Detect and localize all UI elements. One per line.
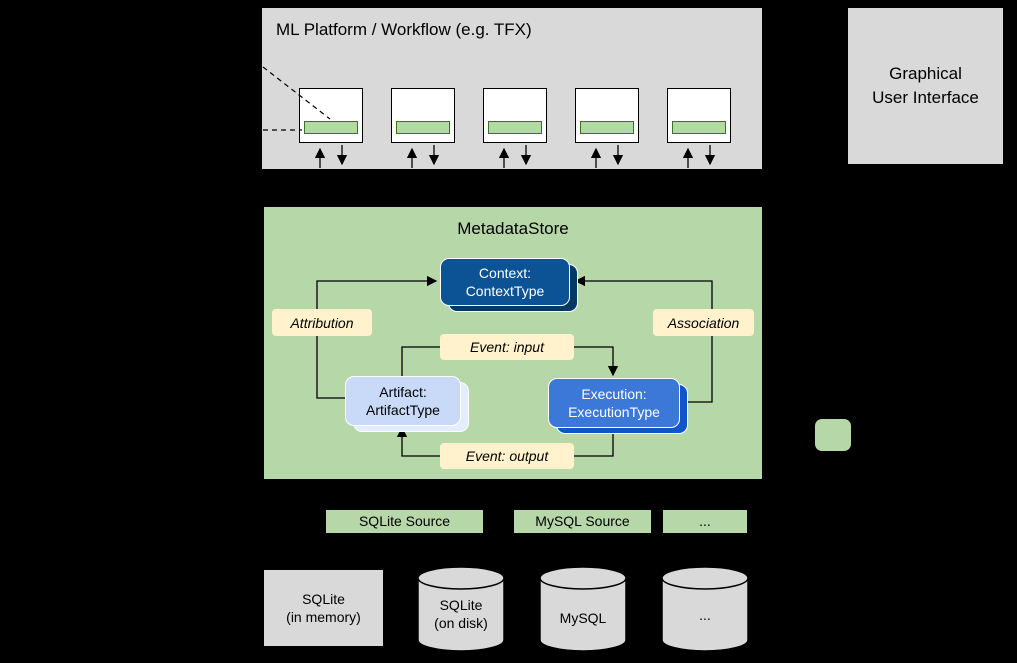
ml-platform-title: ML Platform / Workflow (e.g. TFX) <box>276 20 532 39</box>
metadata-store-title: MetadataStore <box>457 219 569 238</box>
context-entity: Context: ContextType <box>440 258 578 312</box>
sqlite-source-bar: SQLite Source <box>326 510 483 533</box>
mysql-source-bar: MySQL Source <box>514 510 651 533</box>
gui-box: Graphical User Interface <box>848 8 1003 164</box>
mysql-cylinder-top <box>539 566 627 590</box>
component-box-5 <box>667 88 731 143</box>
execution-label-line2: ExecutionType <box>568 404 660 420</box>
attribution-label: Attribution <box>272 309 372 336</box>
sqlite-memory-label-line1: SQLite <box>302 590 345 607</box>
other-source-bar: ... <box>663 510 747 533</box>
component-metadata-bar-2 <box>396 121 450 134</box>
sqlite-disk-label: SQLite (on disk) <box>418 596 504 632</box>
gui-label-line1: Graphical <box>889 64 962 84</box>
other-db-cylinder-top <box>661 566 749 590</box>
sqlite-disk-cylinder-top <box>417 566 505 590</box>
sqlite-disk-label-line1: SQLite <box>439 597 483 613</box>
component-metadata-bar-5 <box>672 121 726 134</box>
sqlite-disk-label-line2: (on disk) <box>434 615 488 632</box>
event-input-label: Event: input <box>440 334 574 360</box>
execution-label-line1: Execution: <box>581 385 647 402</box>
component-box-3 <box>483 88 547 143</box>
execution-entity: Execution: ExecutionType <box>548 378 688 434</box>
component-metadata-bar-4 <box>580 121 634 134</box>
component-box-4 <box>575 88 639 143</box>
gui-label-line2: User Interface <box>872 88 979 107</box>
artifact-label-line2: ArtifactType <box>366 402 440 418</box>
context-entity-front: Context: ContextType <box>440 258 570 306</box>
association-label: Association <box>653 309 754 336</box>
other-db-label: ... <box>699 607 711 623</box>
artifact-entity-front: Artifact: ArtifactType <box>345 376 461 426</box>
sqlite-memory-box: SQLite (in memory) <box>264 570 383 646</box>
mysql-db-label: MySQL <box>559 610 607 626</box>
artifact-entity: Artifact: ArtifactType <box>345 376 469 432</box>
component-metadata-bar-1 <box>304 121 358 134</box>
sqlite-memory-label-line2: (in memory) <box>286 609 361 625</box>
artifact-label-line1: Artifact: <box>379 383 427 400</box>
component-box-2 <box>391 88 455 143</box>
execution-entity-front: Execution: ExecutionType <box>548 378 680 428</box>
legend-green-swatch <box>815 419 851 451</box>
context-label-line2: ContextType <box>465 283 545 299</box>
component-metadata-bar-3 <box>488 121 542 134</box>
component-box-1 <box>299 88 363 143</box>
event-output-label: Event: output <box>440 443 574 469</box>
context-label-line1: Context: <box>478 264 532 281</box>
